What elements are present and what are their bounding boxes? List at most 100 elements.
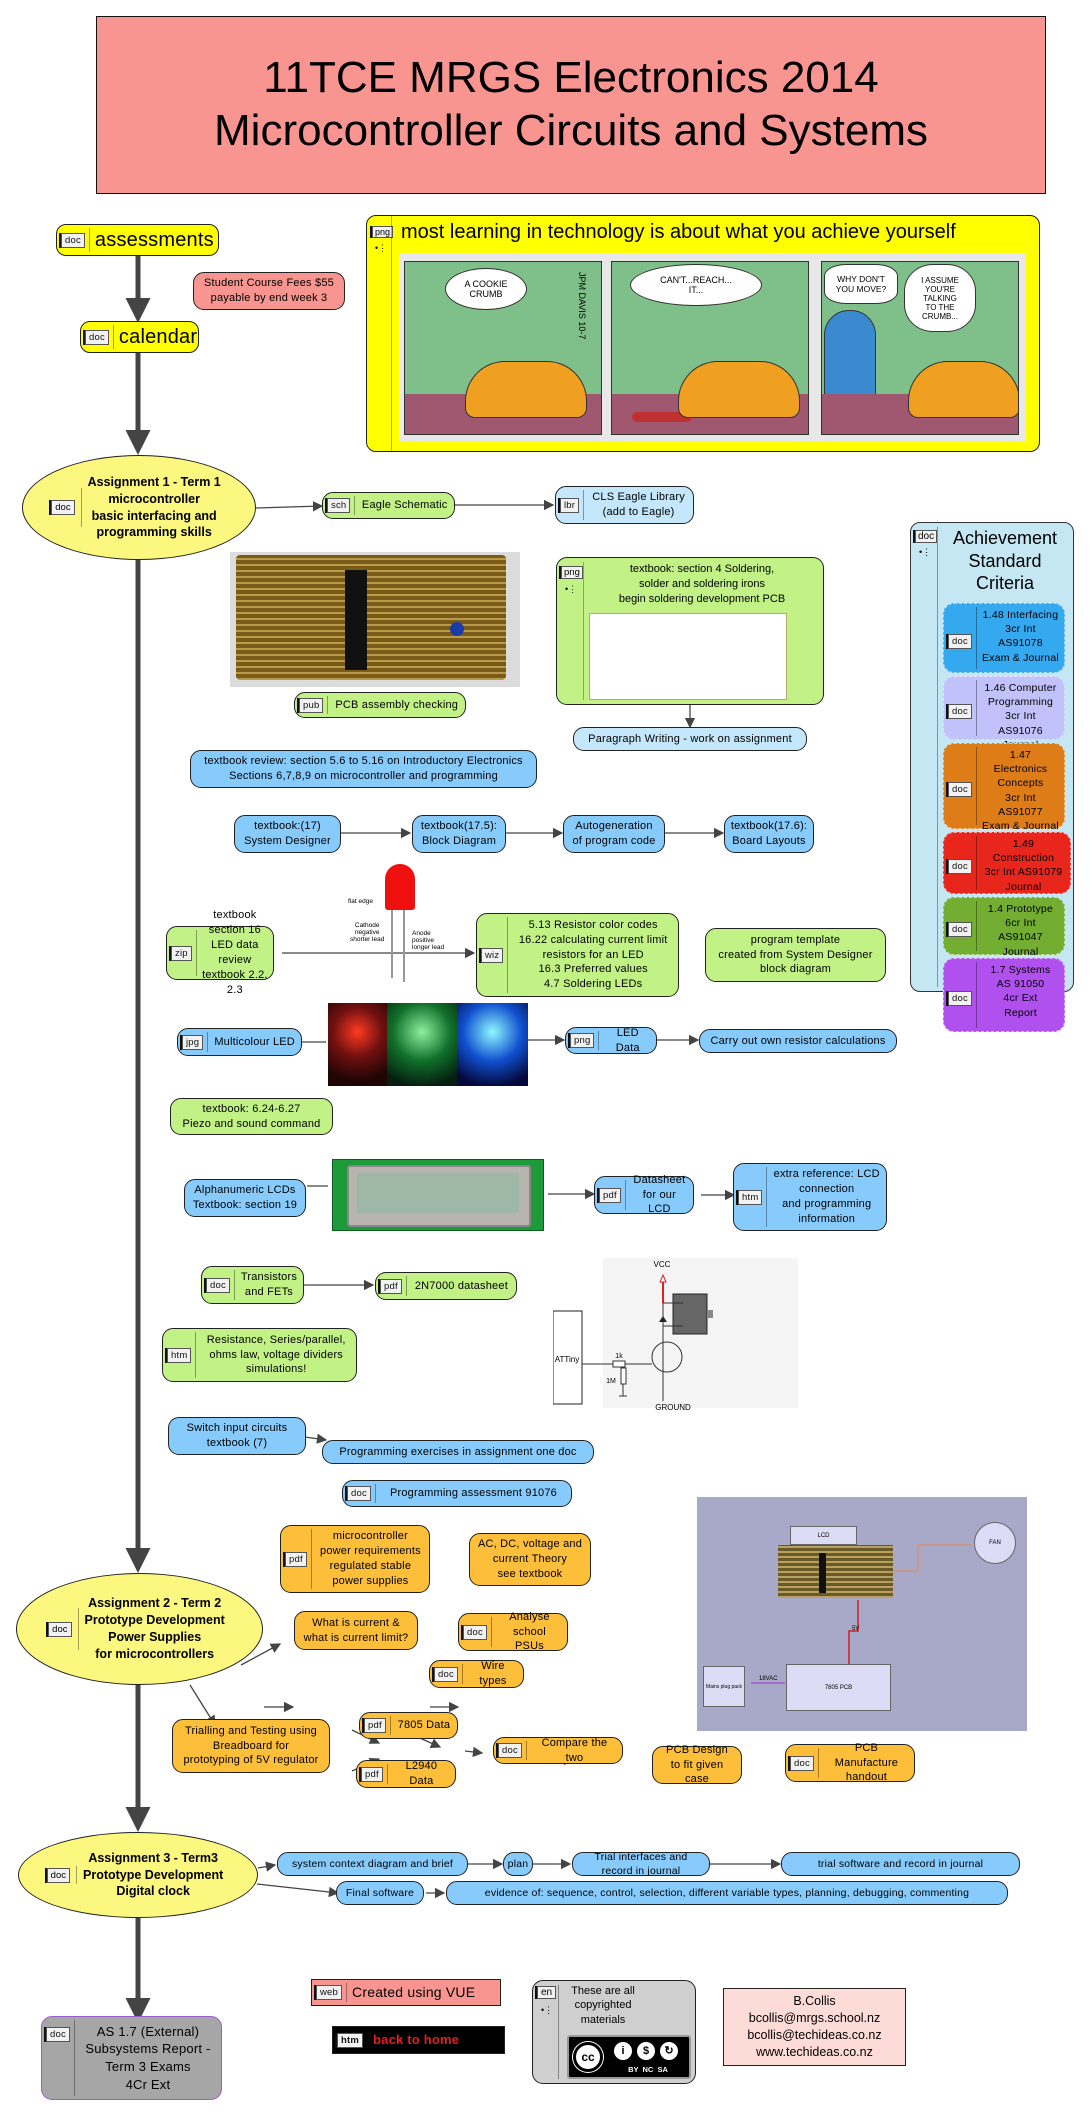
evidence-node[interactable]: evidence of: sequence, control, selectio…	[446, 1881, 1008, 1905]
analyse-psus-node[interactable]: doc Analyse school PSUs	[458, 1611, 568, 1652]
power-requirements-node[interactable]: pdf microcontroller power requirements r…	[280, 1525, 430, 1593]
png-icon: png	[570, 1033, 595, 1048]
achievement-panel[interactable]: doc •⋮ Achievement Standard Criteria doc…	[910, 522, 1074, 1032]
flow-step-system-designer[interactable]: textbook:(17) System Designer	[234, 815, 341, 853]
contact-name: B.Collis	[793, 1994, 836, 2009]
sch-icon: sch	[327, 498, 351, 513]
lcd-datasheet-node[interactable]: pdf Datasheet for our LCD	[594, 1174, 694, 1215]
quote-node[interactable]: png •⋮ most learning in technology is ab…	[366, 215, 1040, 452]
assignment-1-label: Assignment 1 - Term 1 microcontroller ba…	[87, 474, 221, 540]
contact-website[interactable]: www.techideas.co.nz	[756, 2044, 873, 2059]
trial-interfaces-node[interactable]: Trial interfaces and record in journal	[572, 1851, 710, 1877]
created-using-vue-link[interactable]: web Created using VUE	[311, 1979, 501, 2006]
pcb-manufacture-node[interactable]: doc PCB Manufacture handout	[785, 1742, 915, 1783]
contact-email-school[interactable]: bcollis@mrgs.school.nz	[748, 2011, 881, 2026]
pcb-assembly-node[interactable]: pub PCB assembly checking	[294, 692, 466, 718]
pcb-photo	[230, 552, 520, 687]
resistor-codes-node[interactable]: wiz 5.13 Resistor color codes 16.22 calc…	[476, 913, 679, 997]
back-to-home-link[interactable]: htm back to home	[332, 2026, 505, 2054]
svg-text:VCC: VCC	[654, 1260, 671, 1269]
resistor-calc-node[interactable]: Carry out own resistor calculations	[699, 1029, 897, 1053]
soldering-node[interactable]: png •⋮ textbook: section 4 Soldering, so…	[556, 557, 824, 705]
final-software-node[interactable]: Final software	[336, 1881, 424, 1905]
doc-icon: doc	[948, 781, 972, 797]
led-data-node[interactable]: png LED Data	[565, 1027, 657, 1054]
multicolour-led-node[interactable]: jpg Multicolour LED	[177, 1028, 302, 1056]
assignment-1-node[interactable]: doc Assignment 1 - Term 1 microcontrolle…	[22, 455, 256, 560]
red-led-icon	[385, 864, 415, 910]
system-block-diagram: LCD FAN 5V 18VAC Mains plug pack 7805 PC…	[697, 1497, 1027, 1731]
datasheet-2n7000-node[interactable]: pdf 2N7000 datasheet	[375, 1272, 517, 1300]
assessments-node[interactable]: doc assessments	[56, 224, 219, 256]
assignment-2-label: Assignment 2 - Term 2 Prototype Developm…	[84, 1596, 225, 1661]
svg-text:GROUND: GROUND	[655, 1403, 691, 1412]
compare-node[interactable]: doc Compare the two	[493, 1737, 623, 1764]
eagle-schematic-node[interactable]: sch Eagle Schematic	[322, 492, 455, 519]
web-icon: web	[316, 1985, 343, 2000]
pcb-design-node[interactable]: PCB Design to fit given case	[652, 1744, 742, 1785]
doc-icon: doc	[498, 1743, 522, 1758]
lcd-screen	[357, 1173, 519, 1213]
lcd-reference-node[interactable]: htm extra reference: LCD connection and …	[733, 1163, 887, 1231]
piezo-node[interactable]: textbook: 6.24-6.27 Piezo and sound comm…	[170, 1098, 333, 1135]
flow-step-board-layouts[interactable]: textbook(17.6): Board Layouts	[724, 815, 814, 853]
page-title-box: 11TCE MRGS Electronics 2014 Microcontrol…	[96, 16, 1046, 194]
by-icon: i	[614, 2042, 632, 2060]
comic-panel-2: CAN'T...REACH... IT...	[611, 261, 809, 435]
pdf-icon: pdf	[361, 1766, 383, 1782]
assignment-2-node[interactable]: doc Assignment 2 - Term 2 Prototype Deve…	[16, 1573, 263, 1685]
cls-library-node[interactable]: lbr CLS Eagle Library (add to Eagle)	[555, 486, 694, 524]
jon-character	[824, 310, 876, 402]
htm-icon: htm	[337, 2032, 364, 2048]
wire-types-node[interactable]: doc Wire types	[429, 1660, 524, 1688]
paragraph-writing-node[interactable]: Paragraph Writing - work on assignment	[573, 727, 807, 751]
led-section-node[interactable]: zip textbook section 16 LED data review …	[166, 909, 274, 996]
doc-icon: doc	[61, 232, 85, 248]
expand-icon[interactable]: •⋮	[565, 584, 578, 594]
programming-exercises-node[interactable]: Programming exercises in assignment one …	[322, 1440, 594, 1464]
plan-node[interactable]: plan	[503, 1852, 533, 1876]
copyright-node[interactable]: en •⋮ These are all copyrighted material…	[532, 1980, 696, 2084]
program-template-node[interactable]: program template created from System Des…	[705, 928, 886, 982]
page-title: 11TCE MRGS Electronics 2014	[263, 53, 879, 103]
flow-step-block-diagram[interactable]: textbook(17.5): Block Diagram	[412, 815, 506, 853]
lcds-node[interactable]: Alphanumeric LCDs Textbook: section 19	[184, 1179, 306, 1217]
data-7805-node[interactable]: pdf 7805 Data	[359, 1712, 458, 1739]
what-is-current-node[interactable]: What is current & what is current limit?	[294, 1611, 418, 1650]
doc-icon: doc	[790, 1755, 814, 1771]
comic-panel-3: WHY DON'T YOU MOVE? I ASSUME YOU'RE TALK…	[821, 261, 1019, 435]
expand-icon[interactable]: •⋮	[541, 2005, 554, 2015]
external-report-node[interactable]: doc AS 1.7 (External) Subsystems Report …	[41, 2016, 222, 2100]
blue-led	[457, 1003, 529, 1086]
garfield-cat	[678, 361, 800, 418]
data-l2940-node[interactable]: pdf L2940 Data	[356, 1760, 456, 1788]
htm-icon: htm	[738, 1189, 763, 1205]
svg-text:1k: 1k	[615, 1353, 623, 1360]
flow-step-autogeneration[interactable]: Autogeneration of program code	[563, 815, 665, 853]
png-icon: png	[561, 566, 583, 579]
doc-icon: doc	[463, 1624, 487, 1640]
system-context-node[interactable]: system context diagram and brief	[277, 1852, 468, 1876]
ac-dc-node[interactable]: AC, DC, voltage and current Theory see t…	[469, 1533, 591, 1586]
page-subtitle: Microcontroller Circuits and Systems	[214, 106, 928, 155]
resistance-node[interactable]: htm Resistance, Series/parallel, ohms la…	[162, 1328, 357, 1382]
trialling-node[interactable]: Trialling and Testing using Breadboard f…	[172, 1719, 330, 1773]
calendar-node[interactable]: doc calendar	[80, 321, 199, 353]
assignment-3-node[interactable]: doc Assignment 3 - Term3 Prototype Devel…	[18, 1832, 258, 1918]
transistors-node[interactable]: doc Transistors and FETs	[201, 1266, 304, 1304]
green-led	[386, 1003, 458, 1086]
contact-email-techideas[interactable]: bcollis@techideas.co.nz	[747, 2028, 882, 2042]
expand-icon[interactable]: •⋮	[919, 547, 932, 557]
lcd-photo	[332, 1159, 544, 1231]
switch-input-node[interactable]: Switch input circuits textbook (7)	[168, 1417, 306, 1455]
textbook-review-node[interactable]: textbook review: section 5.6 to 5.16 on …	[190, 750, 537, 788]
expand-icon[interactable]: •⋮	[375, 243, 388, 253]
trial-software-node[interactable]: trial software and record in journal	[781, 1852, 1020, 1876]
programming-assessment-node[interactable]: doc Programming assessment 91076	[342, 1480, 572, 1507]
